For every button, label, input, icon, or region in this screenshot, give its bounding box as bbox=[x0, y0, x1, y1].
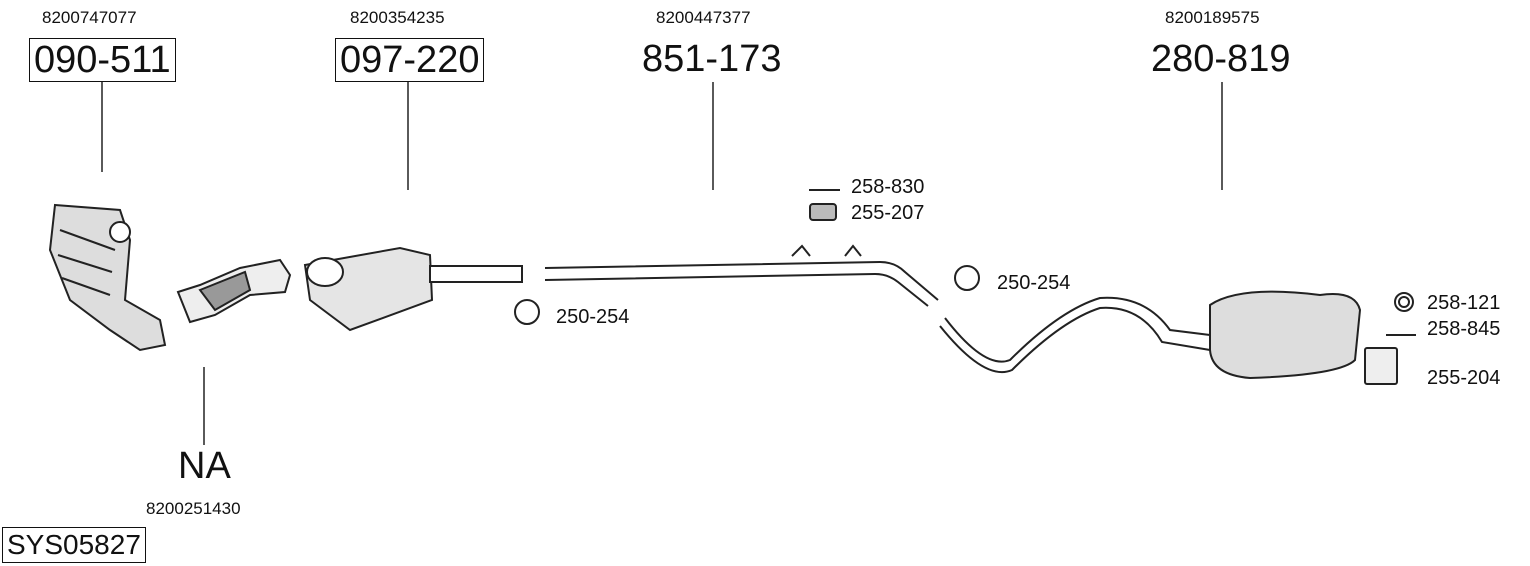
accessory-code[interactable]: 255-204 bbox=[1427, 367, 1501, 389]
part-code[interactable]: 851-173 bbox=[642, 38, 782, 80]
system-id: SYS05827 bbox=[2, 527, 146, 563]
accessory-code[interactable]: 258-845 bbox=[1427, 318, 1501, 340]
oem-number: 8200354235 bbox=[350, 8, 445, 27]
accessory-code[interactable]: 255-207 bbox=[851, 202, 925, 224]
oem-number: 8200747077 bbox=[42, 8, 137, 27]
particulate-filter-part bbox=[303, 246, 523, 332]
oem-number: 8200447377 bbox=[656, 8, 751, 27]
accessory-code[interactable]: 258-121 bbox=[1427, 292, 1501, 314]
bolt-icons bbox=[809, 189, 1416, 336]
rear-muffler-part bbox=[939, 290, 1362, 380]
part-code[interactable]: NA bbox=[178, 445, 231, 487]
part-code[interactable]: 097-220 bbox=[335, 38, 485, 82]
accessory-code[interactable]: 250-254 bbox=[556, 306, 630, 328]
flex-pipe-part bbox=[176, 258, 292, 324]
middle-pipe-part bbox=[544, 244, 939, 307]
part-code[interactable]: 090-511 bbox=[29, 38, 176, 82]
manifold-catalyst-part bbox=[48, 203, 167, 352]
clamp-icons bbox=[514, 265, 1414, 325]
accessory-code[interactable]: 250-254 bbox=[997, 272, 1071, 294]
rubber-mount-icons bbox=[809, 203, 1398, 385]
leader-lines bbox=[101, 82, 1223, 445]
part-code[interactable]: 280-819 bbox=[1151, 38, 1291, 80]
oem-number: 8200251430 bbox=[146, 499, 241, 518]
oem-number: 8200189575 bbox=[1165, 8, 1260, 27]
accessory-code[interactable]: 258-830 bbox=[851, 176, 925, 198]
